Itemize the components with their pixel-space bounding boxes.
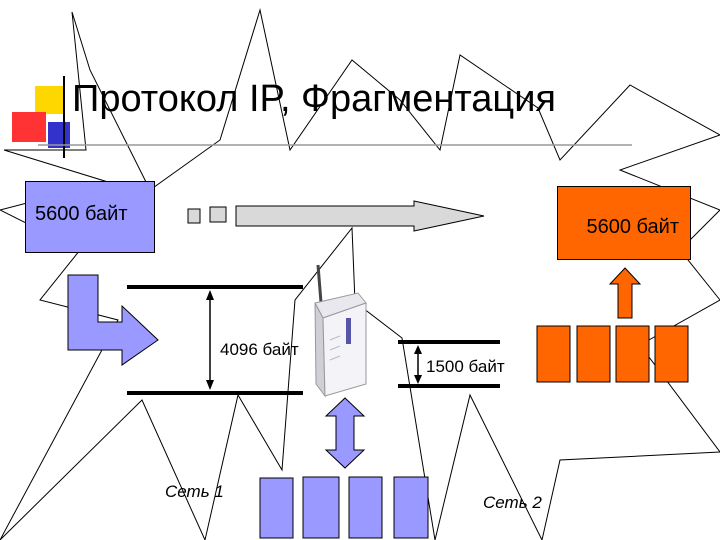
accent-square-yellow: [35, 86, 63, 114]
fragment-blue-2: [302, 476, 340, 539]
network1-arrowhead-bottom: [206, 380, 214, 390]
fragment-orange-2: [576, 325, 611, 383]
router-double-arrow: [324, 397, 366, 469]
dest-packet-box: 5600 байт: [557, 186, 691, 260]
network2-name: Сеть 2: [483, 493, 542, 512]
fragment-orange-3: [615, 325, 650, 383]
accent-square-red: [12, 112, 46, 142]
fragment-small-2: [209, 206, 227, 223]
network2-mtu-label: 1500 байт: [426, 357, 505, 376]
source-packet-box: 5600 байт: [25, 181, 155, 253]
orange-up-arrow: [608, 267, 642, 319]
network1-mtu-label: 4096 байт: [220, 340, 299, 359]
fragment-blue-3: [348, 476, 383, 539]
gray-arrow: [235, 200, 485, 232]
network1-name: Сеть 1: [165, 482, 224, 501]
fragment-orange-4: [654, 325, 689, 383]
fragment-orange-1: [536, 325, 571, 383]
fragment-small-1: [187, 208, 201, 224]
fragment-blue-4: [393, 476, 429, 539]
router-icon: [314, 264, 367, 398]
network1-arrowhead-top: [206, 290, 214, 300]
accent-square-blue: [48, 122, 70, 148]
network2-arrowhead-top: [414, 345, 422, 354]
page-title: Протокол IP, Фрагментация: [72, 78, 556, 120]
fragment-blue-1: [259, 477, 294, 539]
network2-arrowhead-bottom: [414, 375, 422, 384]
l-arrow: [67, 274, 159, 366]
